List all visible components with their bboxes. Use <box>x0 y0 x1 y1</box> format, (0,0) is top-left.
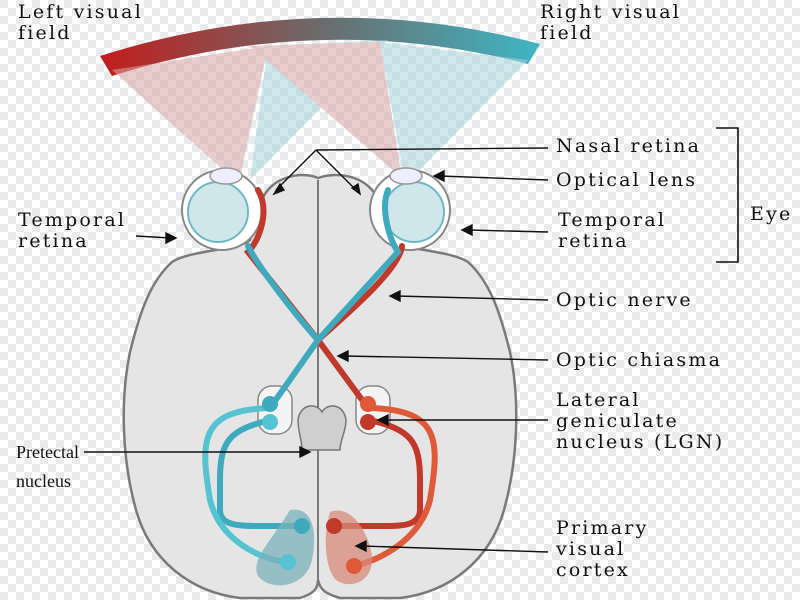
lgn-label: Lateral geniculate nucleus (LGN) <box>556 389 725 453</box>
right-visual-field-label: Right visual field <box>540 1 682 44</box>
lgn-right-dot-top <box>360 396 376 412</box>
optic-nerve-label: Optic nerve <box>556 289 693 311</box>
left-cortex-dot-bottom <box>280 554 296 570</box>
temporal-retina-left-label: Temporal retina <box>18 209 127 252</box>
primary-visual-cortex-label: Primary visual cortex <box>556 517 649 581</box>
left-visual-field-label: Left visual field <box>18 1 143 44</box>
eye-label: Eye <box>750 203 793 225</box>
left-eye <box>181 167 263 251</box>
left-cortex-dot-top <box>294 518 310 534</box>
lgn-left-dot-top <box>262 396 278 412</box>
visual-field-arc <box>100 17 540 76</box>
midbrain <box>297 405 347 451</box>
cyan-pathway <box>202 187 402 565</box>
lgn-right-dot-bottom <box>360 414 376 430</box>
pretectal-nucleus-label: Pretectal nucleus <box>16 442 79 491</box>
lgn-left-dot-bottom <box>262 414 278 430</box>
optical-lens-label: Optical lens <box>556 169 698 191</box>
pointer-arrows <box>84 147 549 553</box>
temporal-retina-right-label: Temporal retina <box>558 209 667 252</box>
right-cortex-dot-top <box>326 518 342 534</box>
right-eye <box>369 167 451 251</box>
right-cortex-dot-bottom <box>346 558 362 574</box>
field-projection-cones <box>112 40 528 180</box>
nasal-retina-label: Nasal retina <box>556 135 702 157</box>
optic-chiasma-label: Optic chiasma <box>556 349 723 371</box>
eye-bracket <box>716 127 739 263</box>
